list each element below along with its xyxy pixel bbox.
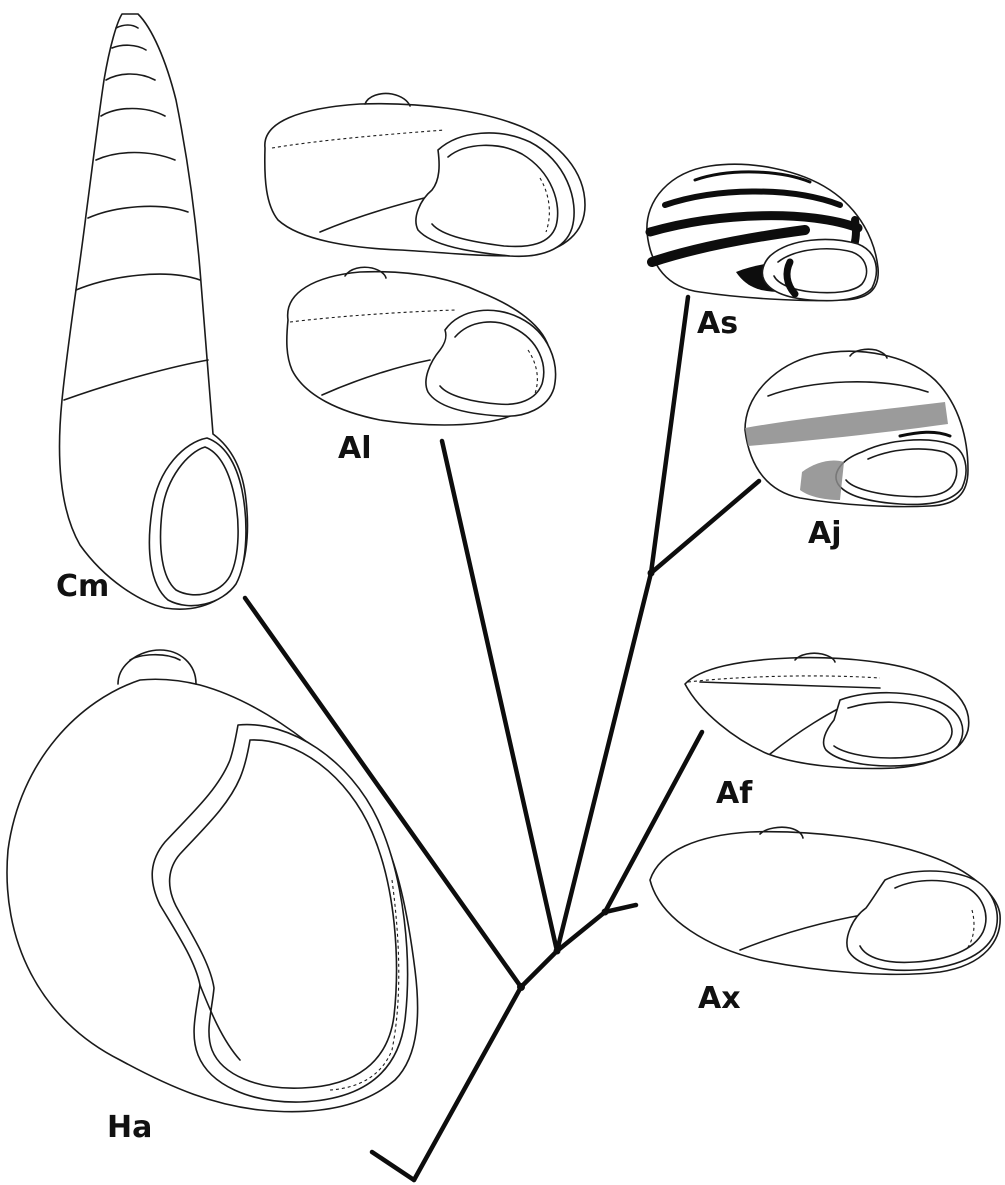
tree-node <box>554 948 561 955</box>
tree-branch-as-aj <box>557 297 688 951</box>
label-as: As <box>697 306 738 341</box>
label-al: Al <box>338 431 372 466</box>
shell-aj-drawing <box>745 349 968 506</box>
tree-node <box>602 909 609 916</box>
label-cm: Cm <box>56 569 109 604</box>
tree-trunk <box>414 987 521 1180</box>
tree-branch-aj <box>651 481 759 573</box>
label-ax: Ax <box>698 981 741 1016</box>
label-af: Af <box>716 776 753 811</box>
tree-branch-al <box>442 441 557 951</box>
shell-ha-drawing <box>7 650 418 1112</box>
shell-af-drawing <box>685 653 969 768</box>
label-aj: Aj <box>808 516 842 551</box>
tree-node <box>517 983 525 991</box>
tree-stem-inner <box>521 951 557 987</box>
shell-as-drawing <box>647 164 878 300</box>
tree-root-stub <box>372 1152 414 1180</box>
shell-ax-drawing <box>650 827 1000 974</box>
tree-node <box>648 570 655 577</box>
label-ha: Ha <box>107 1110 152 1145</box>
shell-cm-drawing <box>59 14 247 609</box>
shell-al-upper-drawing <box>265 93 585 256</box>
shell-al-lower-drawing <box>287 267 556 425</box>
